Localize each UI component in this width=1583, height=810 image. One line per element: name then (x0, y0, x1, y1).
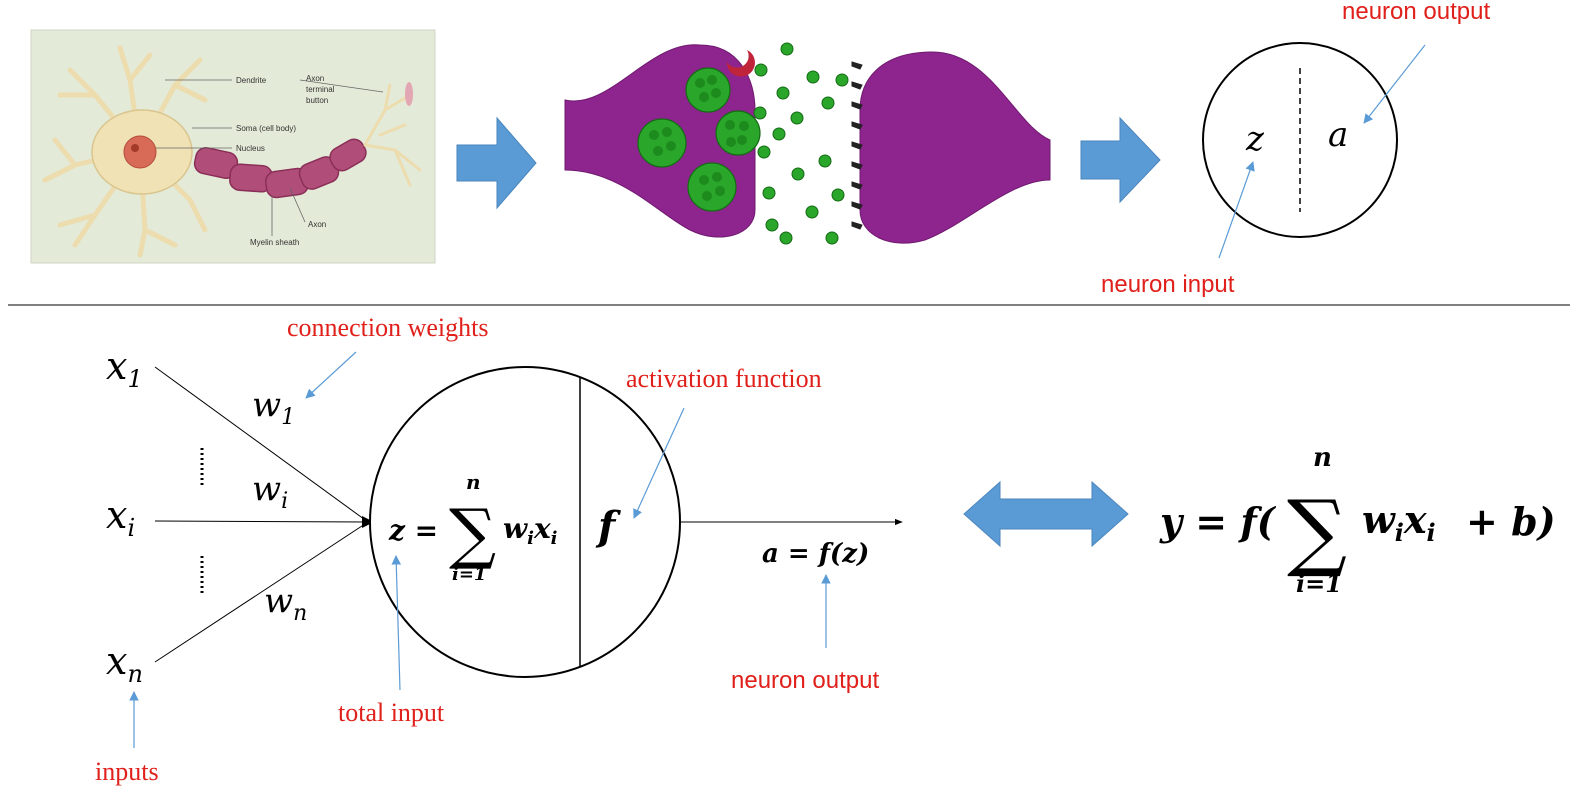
sum-term: wixi (503, 512, 558, 549)
right-arrow-icon (456, 116, 537, 210)
artificial-neuron-diagram: x1 xi xn w1 wi wn z = ∑ n i=1 (95, 313, 903, 786)
label-myelin-sheath: Myelin sheath (250, 238, 299, 247)
synapse-illustration (564, 42, 1051, 245)
total-input-label: total input (338, 698, 445, 727)
label-nucleus: Nucleus (236, 144, 265, 153)
label-axon: Axon (308, 220, 326, 229)
input-xn: xn (106, 639, 143, 688)
label-axon-terminal-3: button (306, 96, 328, 105)
equation-sigma: ∑ (1287, 482, 1347, 580)
equation-upper-limit: n (1313, 443, 1332, 473)
weight-wi: wi (252, 469, 288, 514)
neuron-input-label: neuron input (1101, 271, 1235, 298)
sum-upper-limit: n (466, 470, 481, 494)
weight-w1: w1 (252, 385, 295, 430)
sum-formula-lhs: z = (388, 514, 438, 547)
simple-neuron-model: z a neuron output neuron input (1101, 0, 1490, 298)
equation-lhs: y = f( (1159, 499, 1277, 544)
connection-weights-label: connection weights (287, 313, 488, 342)
double-arrow-icon (963, 480, 1129, 548)
neuron-output-label: neuron output (1342, 0, 1490, 25)
sigma-symbol: ∑ (449, 495, 496, 572)
inputs-label: inputs (95, 757, 159, 786)
equation-term: wixi (1362, 497, 1436, 547)
input-x1: x1 (106, 344, 143, 393)
z-symbol: z (1245, 119, 1265, 159)
weight-wn: wn (264, 581, 307, 626)
input-xi: xi (106, 493, 135, 542)
right-arrow-icon (1080, 116, 1161, 204)
equation-lower-limit: i=1 (1296, 569, 1342, 598)
output-formula: a = f(z) (762, 539, 869, 569)
activation-function-label: activation function (626, 364, 822, 393)
label-axon-terminal-1: Axon (306, 74, 324, 83)
label-soma: Soma (cell body) (236, 124, 296, 133)
neuron-equation: y = f( ∑ n i=1 wixi + b) (1159, 443, 1556, 598)
label-axon-terminal-2: terminal (306, 85, 335, 94)
biological-neuron-illustration: Dendrite Axon terminal button Soma (cell… (30, 29, 436, 264)
a-symbol: a (1328, 115, 1348, 155)
sum-lower-limit: i=1 (452, 564, 486, 585)
equation-tail: + b) (1466, 499, 1556, 544)
neuron-output-label-bottom: neuron output (731, 667, 879, 694)
label-dendrite: Dendrite (236, 76, 267, 85)
